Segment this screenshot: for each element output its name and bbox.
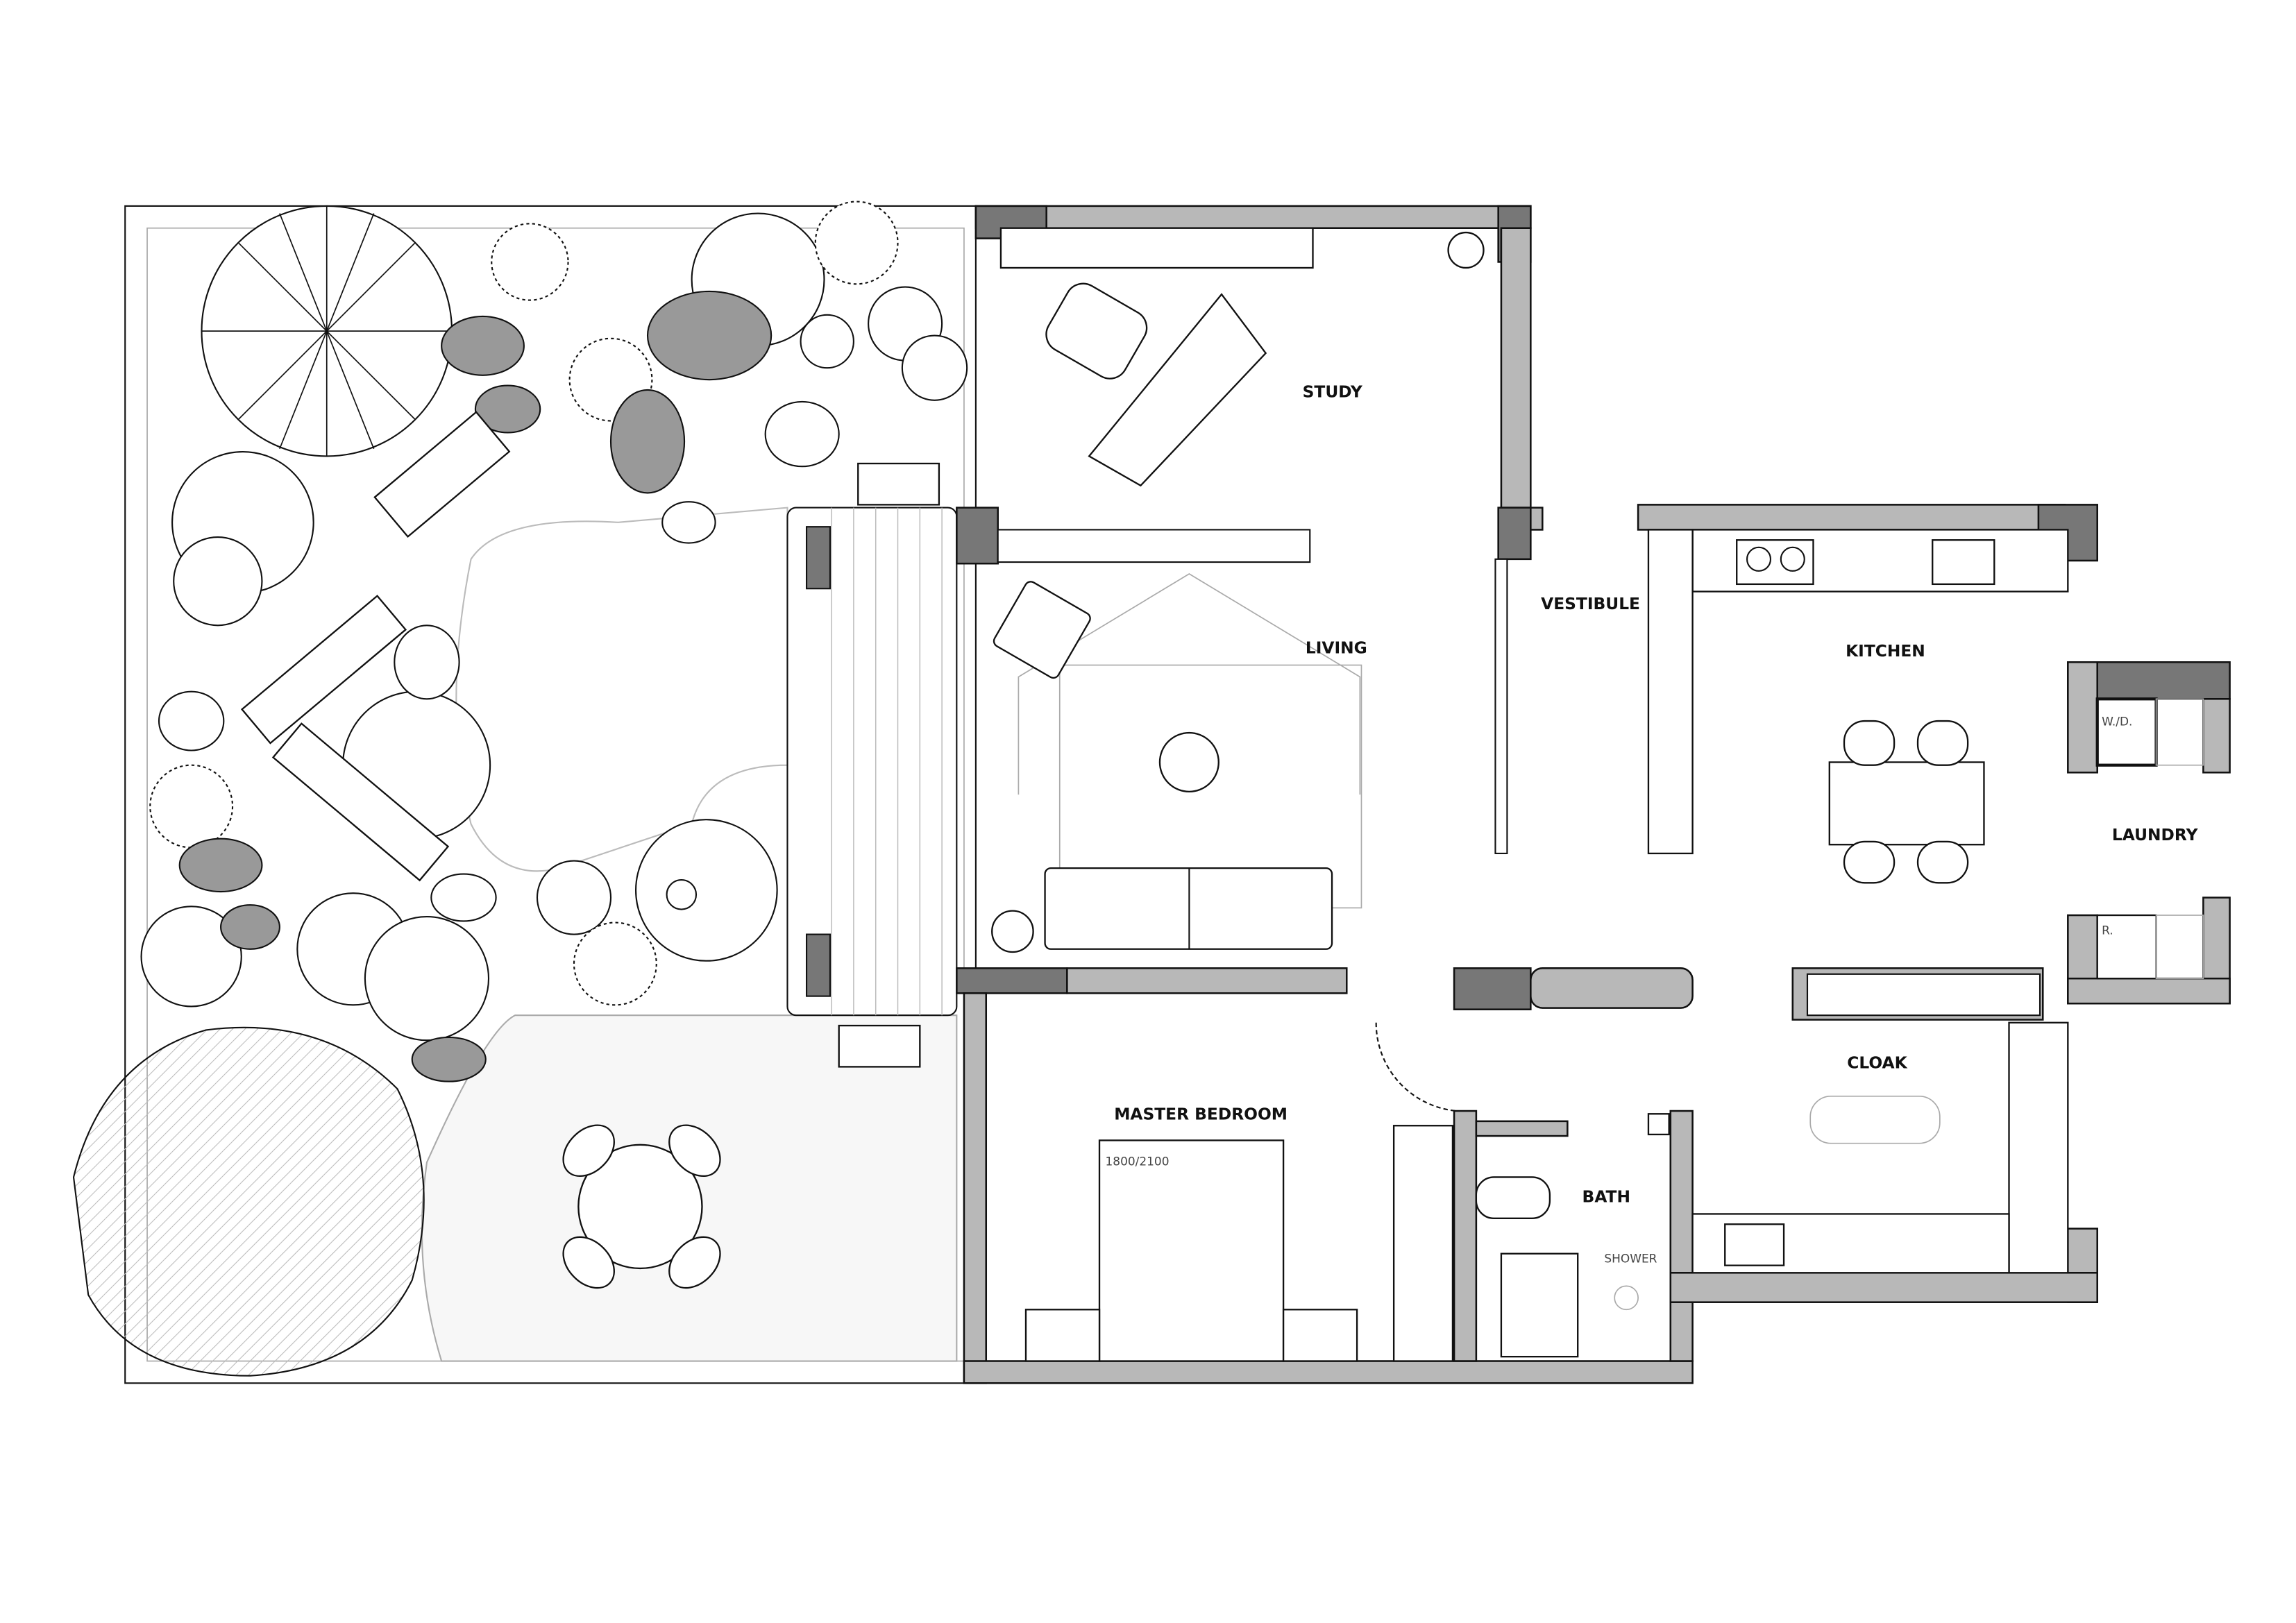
living-furniture	[991, 573, 1362, 953]
bedroom-furniture	[1024, 1022, 1458, 1362]
lawn-outline	[455, 507, 788, 872]
walls	[956, 205, 2231, 1384]
room-label-laundry: LAUNDRY	[2112, 826, 2199, 844]
room-label-master-bedroom: MASTER BEDROOM	[1114, 1105, 1288, 1124]
room-label-bath: BATH	[1582, 1187, 1630, 1206]
study-furniture	[999, 227, 1485, 487]
bath-fixtures	[1475, 1113, 1670, 1358]
wooden-deck	[786, 507, 958, 1017]
room-label-kitchen: KITCHEN	[1846, 642, 1925, 661]
laundry-appliances	[2095, 697, 2204, 980]
room-label-living: LIVING	[1306, 639, 1367, 658]
bed-size-label: 1800/2100	[1106, 1154, 1170, 1168]
washer-dryer-label: W./D.	[2102, 714, 2132, 728]
cloak-furniture	[1691, 1021, 2069, 1274]
large-tree	[201, 205, 453, 457]
outdoor-dining-table	[562, 1124, 721, 1289]
kitchen-furniture	[1647, 529, 2069, 884]
shrub-hatched	[72, 1026, 425, 1377]
room-label-study: STUDY	[1303, 383, 1363, 402]
shower-label: SHOWER	[1604, 1251, 1657, 1265]
rocks	[158, 290, 840, 1082]
garden-benches	[240, 411, 940, 1068]
room-label-cloak: CLOAK	[1847, 1054, 1907, 1073]
room-label-vestibule: VESTIBULE	[1541, 595, 1640, 613]
refrigerator-label: R.	[2102, 924, 2113, 937]
